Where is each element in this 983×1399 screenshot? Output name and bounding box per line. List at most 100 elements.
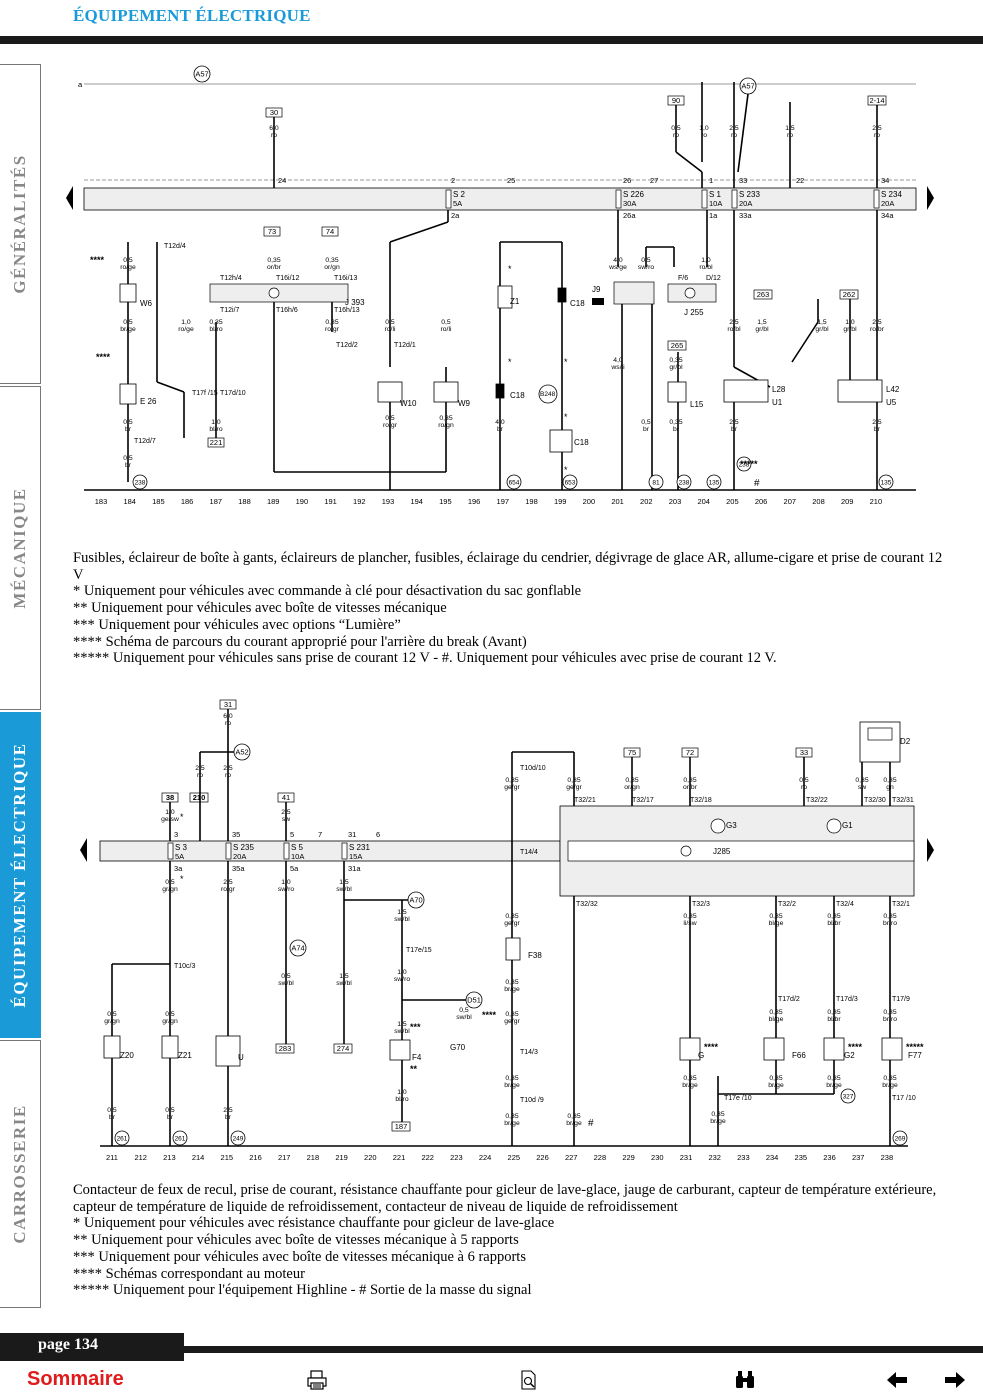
grid-number: 214 — [192, 1153, 205, 1162]
component-z20: Z20 — [120, 1051, 134, 1060]
note-marker: **** — [704, 1042, 719, 1052]
svg-text:35: 35 — [232, 830, 240, 839]
side-tab-carrosserie[interactable]: CARROSSERIE — [0, 1040, 41, 1308]
caption-1-title: Fusibles, éclaireur de boîte à gants, éc… — [73, 550, 943, 583]
label-a: a — [78, 80, 83, 89]
component-j285: J285 — [713, 847, 731, 856]
top-ref-a52: A52 — [235, 748, 248, 757]
svg-text:3: 3 — [174, 830, 178, 839]
component-g3: G3 — [726, 821, 737, 830]
grid-number: 193 — [382, 497, 395, 506]
grid-number: 192 — [353, 497, 366, 506]
connector-t12d2: T12d/2 — [336, 342, 358, 349]
grid-number: 206 — [755, 497, 768, 506]
binoculars-icon[interactable] — [734, 1370, 756, 1390]
ground-ref: 654 — [509, 480, 520, 487]
note-hash: # — [754, 478, 760, 489]
component-c18: C18 — [570, 299, 585, 308]
component-l42: L42 — [886, 385, 900, 394]
connector-t12i7: T12i/7 — [220, 307, 240, 314]
ground-ref: 238 — [739, 462, 750, 469]
component-f66: F66 — [792, 1051, 806, 1060]
caption-2-note-4: **** Schémas correspondant au moteur — [73, 1265, 305, 1282]
ground-ref: 238 — [679, 480, 690, 487]
note-star: * — [564, 465, 568, 475]
component-u1: U1 — [772, 398, 783, 407]
page-number: page 134 — [38, 1336, 98, 1353]
connector-t32-32: T32/32 — [576, 901, 598, 908]
back-arrow-icon[interactable] — [886, 1370, 908, 1390]
component-j393: J 393 — [345, 298, 365, 307]
component-c18-c: C18 — [574, 438, 589, 447]
note-marker: ** — [410, 1064, 418, 1074]
component-j255: J 255 — [684, 308, 704, 317]
grid-number: 225 — [508, 1153, 521, 1162]
bus-pin-24: 24 — [278, 176, 286, 185]
grid-number: 204 — [697, 497, 710, 506]
side-tab-generalites[interactable]: GÉNÉRALITÉS — [0, 64, 41, 384]
bus-pin-6: 6 — [376, 830, 380, 839]
caption-2-note-1: * Uniquement pour véhicules avec résista… — [73, 1215, 555, 1232]
print-icon[interactable] — [306, 1370, 328, 1390]
caption-2-note-5: ***** Uniquement pour l'équipement Highl… — [73, 1282, 532, 1299]
svg-text:34a: 34a — [881, 211, 894, 220]
ground-ref: 653 — [565, 480, 576, 487]
connector-t32-22: T32/22 — [806, 797, 828, 804]
svg-text:1a: 1a — [709, 211, 718, 220]
grid-number: 211 — [106, 1153, 118, 1162]
svg-text:S 3: S 3 — [175, 843, 188, 852]
svg-text:S 2: S 2 — [453, 190, 466, 199]
caption-2-note-3: *** Uniquement pour véhicules avec boîte… — [73, 1248, 526, 1265]
caption-1: Fusibles, éclaireur de boîte à gants, éc… — [73, 550, 943, 667]
grid-number: 195 — [439, 497, 452, 506]
caption-2-note-2: ** Uniquement pour véhicules avec boîte … — [73, 1232, 519, 1249]
forward-arrow-icon[interactable] — [944, 1370, 966, 1390]
grid-number: 216 — [249, 1153, 262, 1162]
grid-number: 228 — [594, 1153, 607, 1162]
svg-text:5A: 5A — [175, 852, 184, 861]
caption-1-note-3: *** Uniquement pour véhicules avec optio… — [73, 616, 401, 633]
grid-number: 205 — [726, 497, 739, 506]
connector-t32-30: T32/30 — [864, 797, 886, 804]
connector-t10c3: T10c/3 — [174, 963, 196, 970]
side-tab-mecanique[interactable]: MÉCANIQUE — [0, 386, 41, 710]
note-star: * — [564, 412, 568, 422]
ground-ref: 261 — [175, 1136, 186, 1143]
grid-number: 209 — [841, 497, 854, 506]
ground-ref: 238 — [135, 480, 146, 487]
grid-number: 227 — [565, 1153, 578, 1162]
connector-t16i13: T16i/13 — [334, 275, 357, 282]
feed-box-38: 38 — [166, 793, 174, 802]
sommaire-link[interactable]: Sommaire — [27, 1368, 124, 1390]
component-f77: F77 — [908, 1051, 922, 1060]
document-icon[interactable] — [518, 1370, 540, 1390]
connector-t12d4: T12d/4 — [164, 243, 186, 250]
grid-number: 224 — [479, 1153, 492, 1162]
component-d2: D2 — [900, 737, 911, 746]
side-tab-equipement-electrique[interactable]: ÉQUIPEMENT ÉLECTRIQUE — [0, 712, 41, 1038]
